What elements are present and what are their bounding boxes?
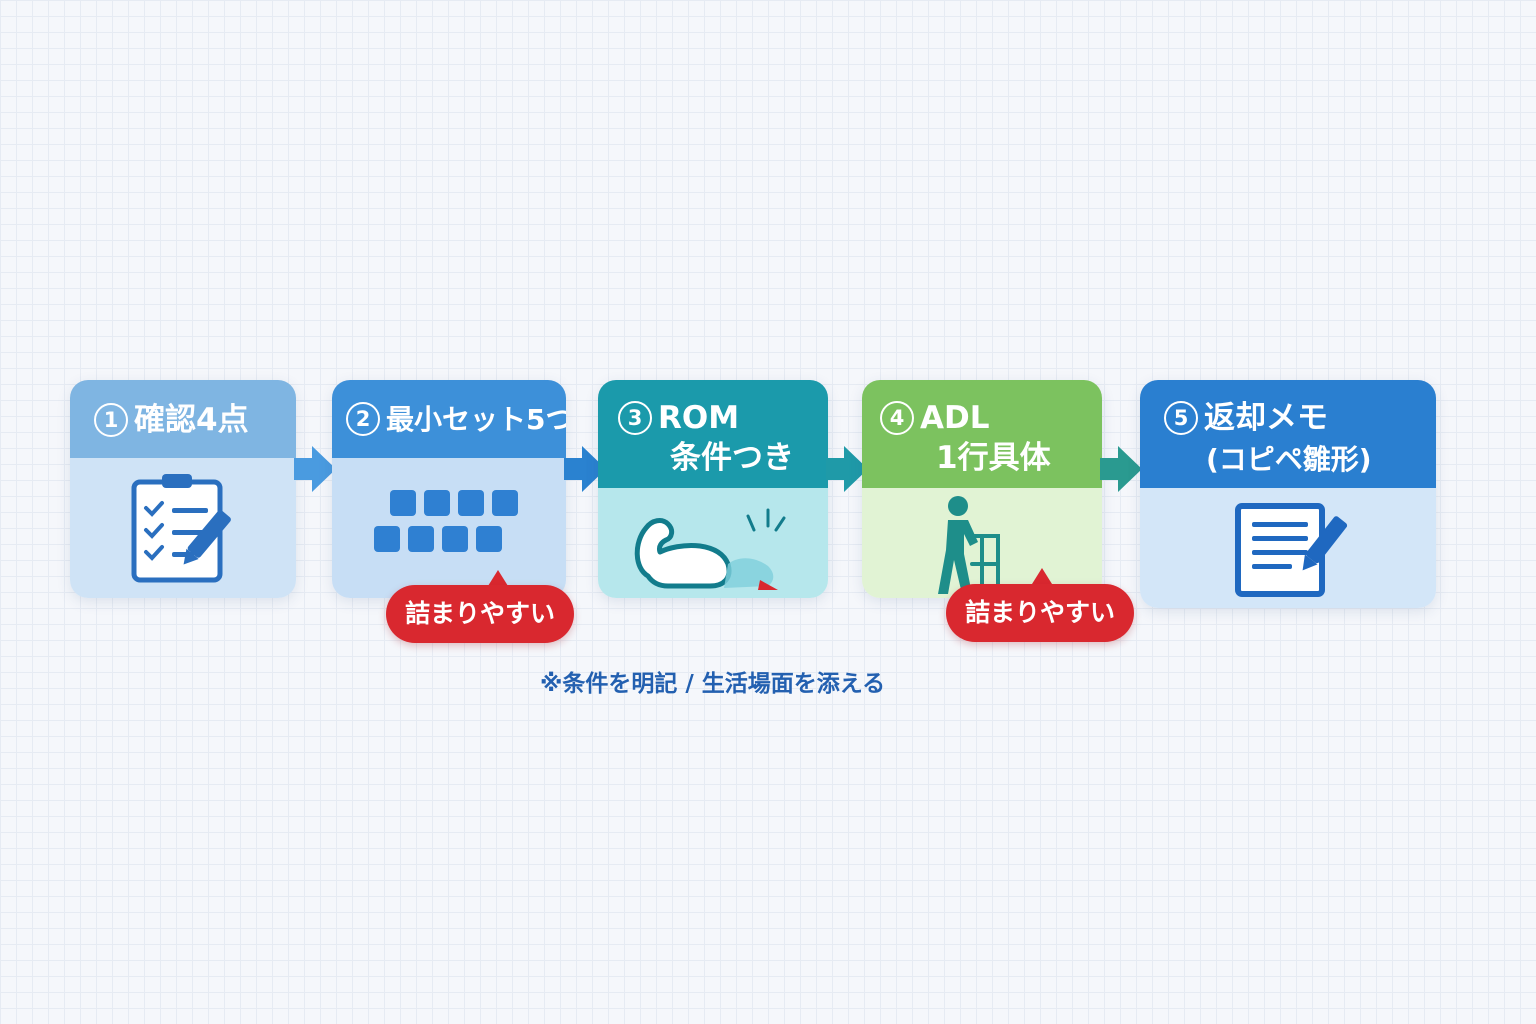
step-1-label: 確認4点 [134, 402, 249, 438]
badge-1-tip [488, 570, 508, 586]
blocks-grid-icon [374, 490, 518, 552]
flexed-arm-icon [634, 508, 786, 590]
memo-pencil-icon [1235, 503, 1348, 597]
arrow-3-4 [826, 446, 868, 492]
arrow-2-3 [564, 446, 606, 492]
footnote: ※条件を明記 / 生活場面を添える [540, 671, 886, 697]
step-5-label: 返却メモ [1204, 400, 1328, 436]
step-5-body [1140, 488, 1436, 608]
step-2-label: 最小セット5つ [386, 403, 566, 436]
step-5-number: 5 [1164, 401, 1198, 435]
step-1-number: 1 [94, 403, 128, 437]
step-4-body [862, 488, 1102, 598]
arrow-4-5 [1100, 446, 1142, 492]
arrow-1-2 [294, 446, 336, 492]
step-2-body [332, 458, 566, 598]
walker-person-icon [938, 496, 1000, 598]
clipboard-check-icon [131, 474, 231, 583]
step-3-label: ROM [658, 400, 740, 436]
badge-1: 詰まりやすい [386, 585, 574, 643]
step-5-subtitle: (コピペ雛形) [1206, 443, 1372, 476]
step-3-number: 3 [618, 401, 652, 435]
step-3-body [598, 488, 828, 598]
badge-2: 詰まりやすい [946, 584, 1134, 642]
step-4-label: ADL [920, 400, 990, 436]
step-4-number: 4 [880, 401, 914, 435]
step-1-body [70, 458, 296, 598]
step-2-number: 2 [346, 402, 380, 436]
step-4-subtitle: 1行具体 [936, 440, 1051, 476]
step-3-subtitle: 条件つき [670, 440, 794, 476]
badge-2-tip [1032, 568, 1052, 584]
